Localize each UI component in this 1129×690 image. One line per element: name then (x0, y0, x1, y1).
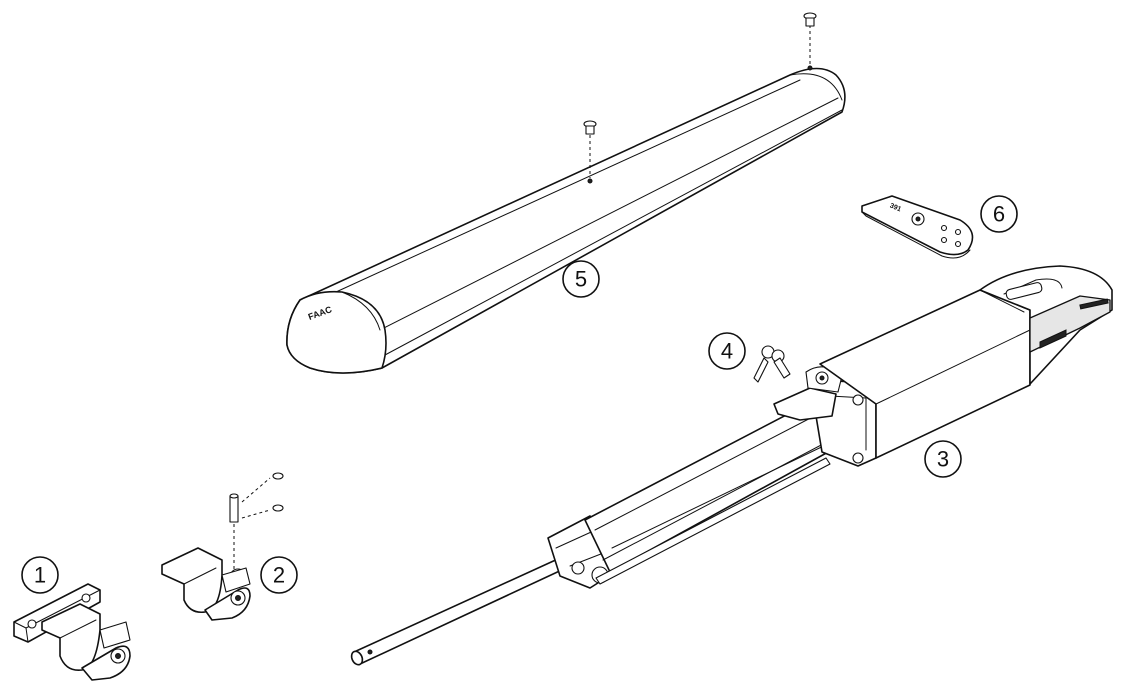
cover-screw-hole (808, 66, 812, 70)
callout-5-label: 5 (575, 267, 587, 292)
part-6-plate: 391 (862, 196, 973, 258)
part-2-bracket (162, 473, 283, 620)
callout-3: 3 (925, 441, 961, 477)
circlip (273, 505, 283, 511)
part-3-operator (350, 266, 1112, 666)
callout-1: 1 (22, 557, 58, 593)
circlip (273, 473, 283, 479)
callout-2: 2 (261, 557, 297, 593)
callout-1-label: 1 (34, 563, 46, 588)
callout-3-label: 3 (937, 447, 949, 472)
callout-4-label: 4 (721, 339, 733, 364)
part-4-keys (754, 346, 790, 382)
cover-screw-hole (588, 179, 592, 183)
callout-4: 4 (709, 333, 745, 369)
callout-6-label: 6 (993, 202, 1005, 227)
callout-6: 6 (981, 196, 1017, 232)
callout-2-label: 2 (273, 563, 285, 588)
part-1-bracket (14, 584, 130, 680)
part-5-cover: FAAC (287, 13, 845, 373)
callout-5: 5 (563, 261, 599, 297)
cover-screw (584, 121, 596, 134)
cover-screw (804, 13, 816, 26)
